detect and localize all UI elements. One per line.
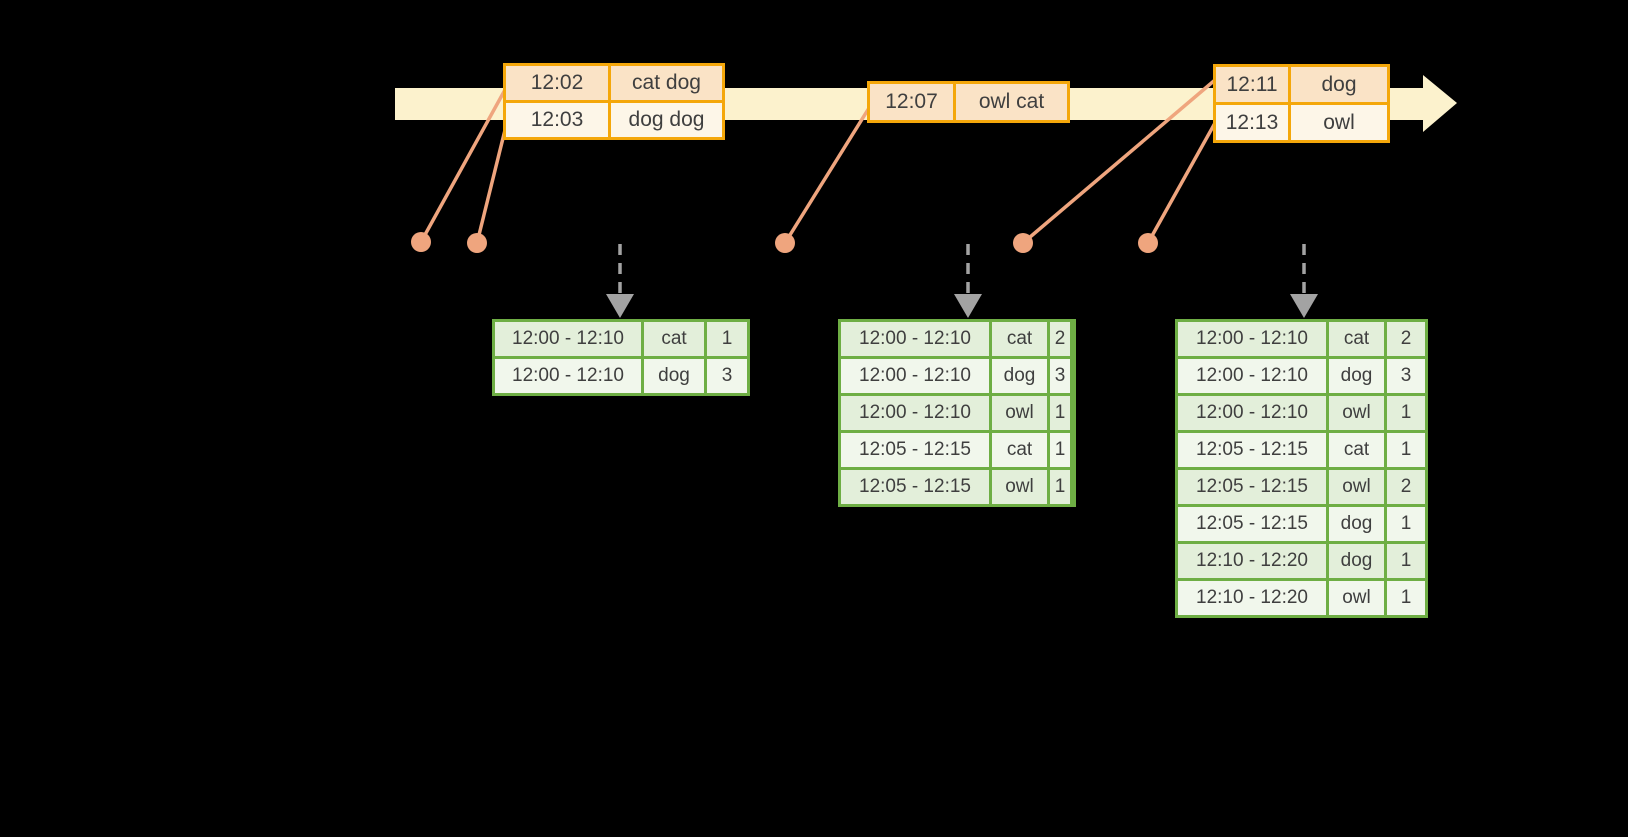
table-row: 12:00 - 12:10 dog 3 [841, 359, 1073, 393]
event-box-2: 12:07 owl cat [867, 81, 1070, 123]
event-connector-line [783, 107, 871, 244]
event-words: owl [1291, 105, 1387, 140]
event-dot [411, 232, 431, 252]
word-cell: cat [1329, 433, 1384, 467]
word-cell: dog [1329, 507, 1384, 541]
window-cell: 12:00 - 12:10 [841, 322, 989, 356]
word-cell: owl [992, 396, 1047, 430]
table-row: 12:05 - 12:15 cat 1 [841, 433, 1073, 467]
event-dot [467, 233, 487, 253]
arrow-down-icon [954, 294, 982, 318]
event-row: 12:13 owl [1216, 105, 1387, 140]
event-connector-lines [419, 78, 1217, 245]
word-cell: dog [644, 359, 704, 393]
count-cell: 1 [1387, 581, 1425, 615]
count-cell: 3 [1050, 359, 1070, 393]
word-cell: dog [1329, 359, 1384, 393]
table-row: 12:00 - 12:10 cat 2 [1178, 322, 1425, 356]
window-cell: 12:00 - 12:10 [1178, 396, 1326, 430]
window-cell: 12:00 - 12:10 [495, 359, 641, 393]
count-cell: 1 [707, 322, 747, 356]
count-cell: 3 [707, 359, 747, 393]
count-cell: 2 [1387, 470, 1425, 504]
event-dot [1138, 233, 1158, 253]
event-connector-line [1021, 78, 1217, 245]
table-row: 12:00 - 12:10 cat 1 [495, 322, 747, 356]
window-cell: 12:00 - 12:10 [1178, 322, 1326, 356]
word-cell: dog [992, 359, 1047, 393]
table-row: 12:05 - 12:15 dog 1 [1178, 507, 1425, 541]
window-cell: 12:00 - 12:10 [1178, 359, 1326, 393]
word-cell: cat [992, 433, 1047, 467]
event-dots [411, 232, 1158, 253]
window-cell: 12:05 - 12:15 [841, 470, 989, 504]
table-row: 12:00 - 12:10 dog 3 [495, 359, 747, 393]
event-box-3: 12:11 dog 12:13 owl [1213, 64, 1390, 143]
window-cell: 12:05 - 12:15 [841, 433, 989, 467]
event-words: dog dog [611, 103, 722, 137]
window-cell: 12:00 - 12:10 [841, 359, 989, 393]
window-cell: 12:00 - 12:10 [495, 322, 641, 356]
event-time: 12:07 [870, 84, 953, 120]
event-connector-line [419, 87, 508, 243]
table-row: 12:05 - 12:15 owl 1 [841, 470, 1073, 504]
count-cell: 1 [1050, 433, 1070, 467]
count-cell: 1 [1387, 507, 1425, 541]
count-cell: 1 [1387, 433, 1425, 467]
event-connector-line [1146, 122, 1217, 244]
event-time: 12:02 [506, 66, 608, 100]
table-row: 12:00 - 12:10 dog 3 [1178, 359, 1425, 393]
event-words: cat dog [611, 66, 722, 100]
word-cell: cat [1329, 322, 1384, 356]
word-cell: cat [992, 322, 1047, 356]
table-row: 12:00 - 12:10 cat 2 [841, 322, 1073, 356]
table-row: 12:10 - 12:20 dog 1 [1178, 544, 1425, 578]
arrow-down-icon [1290, 294, 1318, 318]
count-cell: 2 [1050, 322, 1070, 356]
table-row: 12:10 - 12:20 owl 1 [1178, 581, 1425, 615]
timeline-arrowhead-icon [1423, 75, 1457, 132]
event-words: dog [1291, 67, 1387, 102]
event-words: owl cat [956, 84, 1067, 120]
event-time: 12:11 [1216, 67, 1288, 102]
window-cell: 12:10 - 12:20 [1178, 544, 1326, 578]
word-cell: owl [1329, 581, 1384, 615]
arrow-down-icon [606, 294, 634, 318]
event-box-1: 12:02 cat dog 12:03 dog dog [503, 63, 725, 140]
event-time: 12:03 [506, 103, 608, 137]
count-cell: 2 [1387, 322, 1425, 356]
result-table-1: 12:00 - 12:10 cat 1 12:00 - 12:10 dog 3 [492, 319, 750, 396]
count-cell: 1 [1050, 470, 1070, 504]
event-row: 12:11 dog [1216, 67, 1387, 102]
result-table-3: 12:00 - 12:10 cat 2 12:00 - 12:10 dog 3 … [1175, 319, 1428, 618]
table-row: 12:05 - 12:15 owl 2 [1178, 470, 1425, 504]
window-cell: 12:05 - 12:15 [1178, 470, 1326, 504]
event-dot [775, 233, 795, 253]
table-row: 12:00 - 12:10 owl 1 [841, 396, 1073, 430]
count-cell: 3 [1387, 359, 1425, 393]
window-cell: 12:00 - 12:10 [841, 396, 989, 430]
window-cell: 12:05 - 12:15 [1178, 507, 1326, 541]
word-cell: owl [1329, 396, 1384, 430]
table-row: 12:05 - 12:15 cat 1 [1178, 433, 1425, 467]
table-row: 12:00 - 12:10 owl 1 [1178, 396, 1425, 430]
word-cell: owl [1329, 470, 1384, 504]
word-cell: dog [1329, 544, 1384, 578]
word-cell: cat [644, 322, 704, 356]
trigger-arrow-heads [606, 294, 1318, 318]
count-cell: 1 [1387, 544, 1425, 578]
event-row: 12:02 cat dog [506, 66, 722, 100]
result-table-2: 12:00 - 12:10 cat 2 12:00 - 12:10 dog 3 … [838, 319, 1076, 507]
window-cell: 12:10 - 12:20 [1178, 581, 1326, 615]
count-cell: 1 [1050, 396, 1070, 430]
window-cell: 12:05 - 12:15 [1178, 433, 1326, 467]
word-cell: owl [992, 470, 1047, 504]
trigger-arrow-lines [618, 244, 1306, 294]
count-cell: 1 [1387, 396, 1425, 430]
event-connector-line [475, 125, 508, 244]
event-row: 12:07 owl cat [870, 84, 1067, 120]
event-dot [1013, 233, 1033, 253]
event-time: 12:13 [1216, 105, 1288, 140]
event-row: 12:03 dog dog [506, 103, 722, 137]
